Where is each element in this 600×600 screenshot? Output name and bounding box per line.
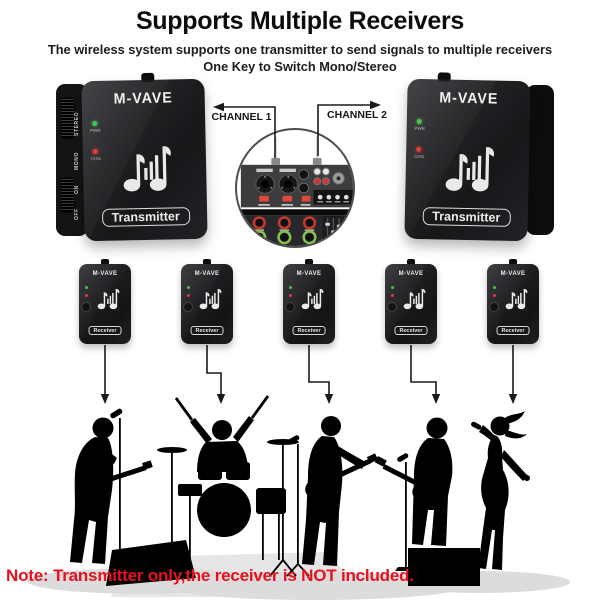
antenna-nub [305, 259, 313, 265]
stereo-mono-switch [61, 98, 74, 138]
charge-led [92, 148, 98, 155]
power-switch [61, 178, 74, 212]
device-type-badge: Receiver [394, 326, 428, 335]
device-type-badge: Receiver [88, 326, 122, 335]
power-led [85, 286, 88, 289]
power-led [493, 286, 496, 289]
transmitter-left: STEREO MONO ON OFF M-VAVE PWR CHG Transm… [56, 72, 208, 242]
volume-knob [183, 302, 193, 312]
musician-bassist [286, 416, 379, 577]
power-led [92, 120, 98, 127]
charge-led-label: CHG [414, 153, 425, 160]
charge-led-label: CHG [90, 155, 102, 162]
audio-jack-plug [141, 72, 155, 83]
transmitter-right: M-VAVE PWR CHG Transmitter [404, 72, 554, 242]
charge-led [416, 146, 422, 153]
charge-led [85, 294, 88, 297]
music-note-icon [122, 137, 173, 193]
music-note-icon [199, 285, 222, 310]
power-led [187, 286, 190, 289]
transmitter-right-side-panel [526, 85, 554, 235]
channel-2-label: CHANNEL 2 [327, 109, 387, 121]
antenna-nub [509, 259, 517, 265]
volume-knob [81, 302, 91, 312]
brand-logo: M-VAVE [296, 271, 322, 277]
musician-singer [471, 411, 530, 570]
channel-1-label: CHANNEL 1 [211, 111, 272, 123]
antenna-nub [203, 259, 211, 265]
brand-logo: M-VAVE [439, 89, 499, 108]
charge-led [187, 294, 190, 297]
receiver-3: M-VAVE Receiver [283, 259, 335, 344]
device-type-badge: Transmitter [422, 207, 511, 227]
page-title: Supports Multiple Receivers [135, 7, 465, 35]
transmitter-left-face: M-VAVE PWR CHG Transmitter [81, 72, 208, 242]
receiver-body: M-VAVE Receiver [283, 264, 335, 344]
music-note-icon [444, 138, 495, 194]
music-note-icon [403, 285, 426, 310]
power-led [289, 286, 292, 289]
device-type-badge: Receiver [292, 326, 326, 335]
volume-knob [387, 302, 397, 312]
receiver-1: M-VAVE Receiver [79, 259, 131, 344]
power-led-label: PWR [90, 127, 101, 134]
charge-led [289, 294, 292, 297]
receiver-5: M-VAVE Receiver [487, 259, 539, 344]
switch-label-off: OFF [74, 208, 80, 220]
receiver-body: M-VAVE Receiver [487, 264, 539, 344]
volume-knob [285, 302, 295, 312]
receiver-body: M-VAVE Receiver [79, 264, 131, 344]
charge-led [493, 294, 496, 297]
device-type-badge: Receiver [496, 326, 530, 335]
music-note-icon [505, 285, 528, 310]
device-type-badge: Receiver [190, 326, 224, 335]
power-led-label: PWR [414, 125, 425, 132]
band-silhouette [27, 395, 570, 600]
disclaimer-note: Note: Transmitter only,the receiver is N… [6, 566, 414, 585]
receiver-4: M-VAVE Receiver [385, 259, 437, 344]
device-type-badge: Transmitter [101, 207, 190, 227]
antenna-nub [407, 259, 415, 265]
mixer-detail-graphic [237, 135, 353, 246]
stage-monitor-wedge [106, 540, 196, 586]
switch-label-on: ON [74, 185, 80, 194]
receiver-body: M-VAVE Receiver [385, 264, 437, 344]
switch-label-mono: MONO [74, 152, 80, 170]
volume-knob [489, 302, 499, 312]
brand-logo: M-VAVE [113, 89, 173, 108]
brand-logo: M-VAVE [92, 271, 118, 277]
transmitter-right-face: M-VAVE PWR CHG Transmitter [404, 72, 531, 242]
receiver-body: M-VAVE Receiver [181, 264, 233, 344]
audio-jack-plug [437, 72, 451, 82]
subtitle-line-2: One Key to Switch Mono/Stereo [203, 59, 397, 74]
charge-led [391, 294, 394, 297]
brand-logo: M-VAVE [500, 271, 526, 277]
musician-guitarist-left [70, 408, 153, 568]
musician-guitarist-right [374, 417, 480, 586]
mixer-closeup-photo [235, 128, 355, 248]
antenna-nub [101, 259, 109, 265]
power-led [416, 118, 422, 125]
power-led [391, 286, 394, 289]
musician-drummer [157, 395, 299, 577]
brand-logo: M-VAVE [398, 271, 424, 277]
brand-logo: M-VAVE [194, 271, 220, 277]
subtitle-line-1: The wireless system supports one transmi… [47, 42, 553, 57]
switch-label-stereo: STEREO [74, 111, 80, 136]
music-note-icon [301, 285, 324, 310]
receiver-2: M-VAVE Receiver [181, 259, 233, 344]
music-note-icon [97, 285, 120, 310]
